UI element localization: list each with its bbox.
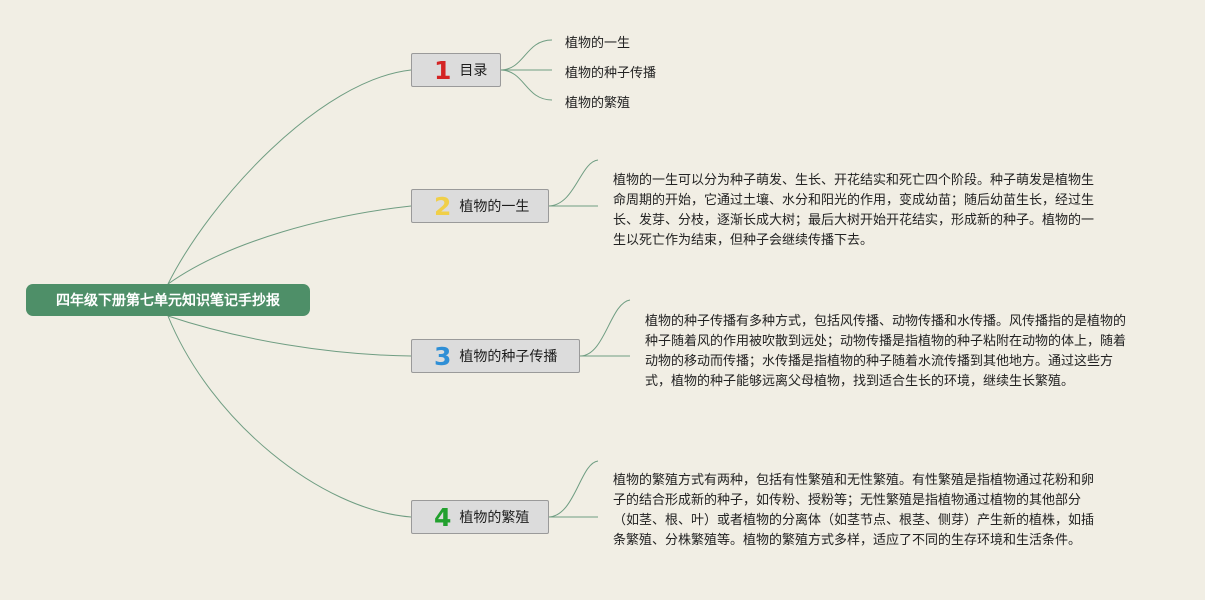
paragraph-plant-life: 植物的一生可以分为种子萌发、生长、开花结实和死亡四个阶段。种子萌发是植物生命周期…	[613, 173, 1095, 248]
branch-reproduction[interactable]: 4 植物的繁殖	[411, 500, 549, 534]
branch-label-reproduction: 植物的繁殖	[459, 510, 530, 526]
branch-toc[interactable]: 1 目录	[411, 53, 501, 87]
link-toc-1	[499, 39, 553, 71]
branch-plant-life[interactable]: 2 植物的一生	[411, 189, 549, 223]
root-topic[interactable]: 四年级下册第七单元知识笔记手抄报	[26, 284, 310, 316]
branch-number-2: 2	[434, 191, 452, 221]
link-root-branch-2	[167, 205, 412, 285]
link-root-branch-3	[167, 315, 412, 357]
paragraph-reproduction: 植物的繁殖方式有两种，包括有性繁殖和无性繁殖。有性繁殖是指植物通过花粉和卵子的结…	[613, 473, 1095, 548]
link-root-branch-1	[167, 69, 412, 285]
branch-label-seed-dispersal: 植物的种子传播	[459, 349, 558, 365]
root-title: 四年级下册第七单元知识笔记手抄报	[56, 293, 280, 309]
toc-item-reproduction[interactable]: 植物的繁殖	[565, 96, 631, 111]
branch-seed-dispersal[interactable]: 3 植物的种子传播	[411, 339, 580, 373]
link-root-branch-4	[167, 315, 412, 518]
branch-number-3: 3	[434, 341, 452, 371]
link-toc-3	[499, 69, 553, 101]
paragraph-seed-dispersal: 植物的种子传播有多种方式，包括风传播、动物传播和水传播。风传播指的是植物的种子随…	[645, 314, 1127, 389]
link-para-2	[579, 299, 631, 357]
branch-label-plant-life: 植物的一生	[459, 199, 530, 215]
toc-item-plant-life[interactable]: 植物的一生	[565, 36, 631, 51]
branch-label-toc: 目录	[459, 63, 488, 79]
branch-number-1: 1	[434, 55, 452, 85]
link-para-1	[547, 159, 599, 207]
branch-number-4: 4	[434, 502, 452, 532]
toc-item-seed-dispersal[interactable]: 植物的种子传播	[565, 66, 657, 81]
link-para-3	[547, 460, 599, 518]
